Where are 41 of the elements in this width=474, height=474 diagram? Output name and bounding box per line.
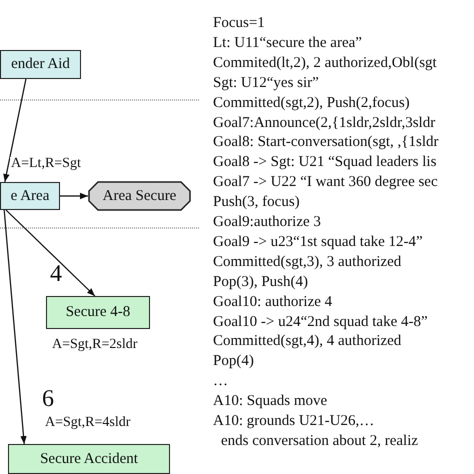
trace-line: Pop(3), Push(4) [213, 274, 308, 290]
terminal-octagon [88, 181, 191, 211]
trace-line: Goal10 -> u24“2nd squad take 4-8” [213, 314, 428, 330]
trace-line: Sgt: U12“yes sir” [213, 76, 319, 91]
node-label: Area Secure [102, 188, 176, 204]
trace-line: Focus=1 [213, 16, 265, 31]
node-label: Secure 4-8 [66, 305, 130, 320]
trace-line: Committed(sgt,2), Push(2,focus) [213, 96, 410, 111]
step-number: 6 [42, 387, 54, 411]
trace-line: Goal7:Announce(2,{1sldr,2sldr,3sldr [213, 116, 436, 130]
trace-line: Goal8 -> Sgt: U21 “Squad leaders lis [213, 155, 436, 170]
edge-label: A=Lt,R=Sgt [10, 157, 82, 171]
node-label: ender Aid [11, 57, 70, 72]
task-box [8, 444, 170, 474]
trace-line: Goal8: Start-conversation(sgt, ,{1sldr [213, 135, 438, 150]
trace-line: Goal9:authorize 3 [213, 215, 321, 230]
trace-line: Push(3, focus) [213, 195, 300, 210]
arrow [4, 210, 27, 444]
trace-line: ends conversation about 2, realiz [221, 434, 418, 449]
trace-line: A10: Squads move [213, 394, 328, 410]
role-caption: A=Sgt,R=4sldr [45, 416, 130, 430]
trace-line: Goal9 -> u23“1st squad take 12-4” [213, 234, 423, 250]
trace-line: Commited(lt,2), 2 authorized,Obl(sgt [213, 56, 437, 71]
trace-line: … [213, 374, 228, 390]
role-caption: A=Sgt,R=2sldr [52, 338, 138, 352]
trace-line: Goal7 -> U22 “I want 360 degree sec [213, 175, 438, 190]
arrow [3, 78, 26, 182]
node-label: Secure Accident [40, 452, 138, 466]
trace-line: Lt: U11“secure the area” [213, 36, 362, 51]
arrow [60, 192, 88, 200]
task-box [46, 296, 150, 329]
task-box [0, 182, 60, 210]
node-label: e Area [10, 188, 50, 204]
trace-line: Committed(sgt,3), 3 authorized [213, 254, 402, 270]
trace-line: Pop(4) [213, 354, 254, 370]
trace-line: A10: grounds U21-U26,… [213, 414, 374, 429]
trace-line: Committed(sgt,4), 4 authorized [213, 334, 402, 350]
step-number: 4 [50, 262, 62, 286]
arrow [6, 210, 96, 296]
trace-line: Goal10: authorize 4 [213, 294, 332, 310]
task-box [0, 50, 81, 79]
